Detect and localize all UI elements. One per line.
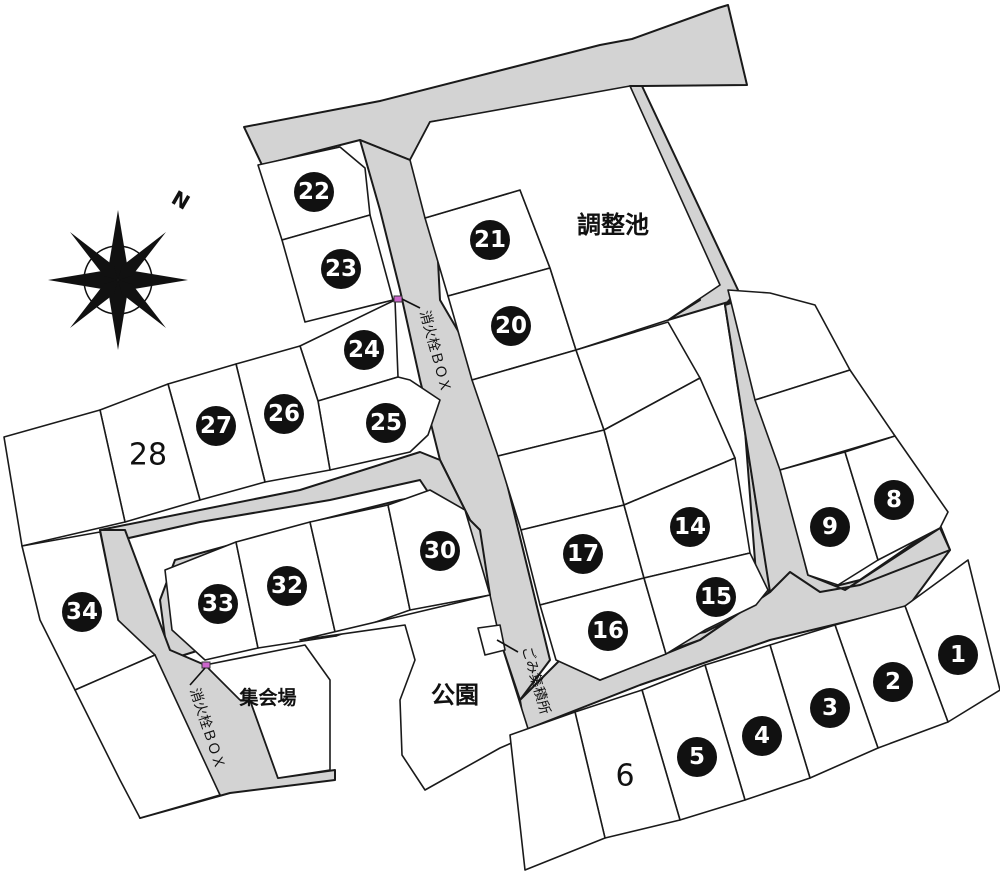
lot-24-badge: 24 xyxy=(344,330,384,370)
svg-text:32: 32 xyxy=(271,573,303,599)
lot-21-badge: 21 xyxy=(470,220,510,260)
lot-4-badge: 4 xyxy=(742,716,782,756)
lot-28-label: 28 xyxy=(129,438,167,473)
svg-text:14: 14 xyxy=(674,514,706,540)
lot-2-badge: 2 xyxy=(873,662,913,702)
compass-north-label: N xyxy=(168,186,195,215)
meeting-hall-label: 集会場 xyxy=(238,686,296,709)
svg-text:2: 2 xyxy=(885,669,901,695)
lot-west-empty-parcel xyxy=(3,409,126,547)
lot-30-badge: 30 xyxy=(420,531,460,571)
lot-33-badge: 33 xyxy=(198,584,238,624)
lot-34-badge: 34 xyxy=(62,592,102,632)
lot-23-badge: 23 xyxy=(321,249,361,289)
lot-9-badge: 9 xyxy=(810,507,850,547)
svg-text:34: 34 xyxy=(66,599,98,625)
svg-text:16: 16 xyxy=(592,618,624,644)
lot-se-empty-parcel xyxy=(509,711,606,871)
hydrant-upper-marker xyxy=(393,295,403,303)
park-label: 公園 xyxy=(431,681,479,709)
svg-text:26: 26 xyxy=(268,401,300,427)
lot-16-badge: 16 xyxy=(588,611,628,651)
lot-14-badge: 14 xyxy=(670,507,710,547)
svg-text:3: 3 xyxy=(822,695,838,721)
svg-text:23: 23 xyxy=(325,256,357,282)
garbage-leader xyxy=(496,639,519,653)
svg-text:24: 24 xyxy=(348,337,380,363)
lot-20-badge: 20 xyxy=(491,306,531,346)
lot-6-label: 6 xyxy=(615,759,634,794)
svg-text:33: 33 xyxy=(202,591,234,617)
lot-22-badge: 22 xyxy=(294,172,334,212)
lot-25-badge: 25 xyxy=(366,403,406,443)
lot-sw-empty-parcel xyxy=(74,654,221,819)
svg-text:22: 22 xyxy=(298,179,330,205)
lot-17-badge: 17 xyxy=(563,534,603,574)
lot-32-badge: 32 xyxy=(267,566,307,606)
lot-5-badge: 5 xyxy=(677,737,717,777)
svg-text:9: 9 xyxy=(822,514,838,540)
hydrant-upper-leader xyxy=(401,298,421,309)
svg-text:27: 27 xyxy=(200,413,232,439)
svg-text:15: 15 xyxy=(700,584,732,610)
lot-8-badge: 8 xyxy=(874,480,914,520)
garbage-station-parcel xyxy=(477,624,506,656)
lot-15-badge: 15 xyxy=(696,577,736,617)
compass-rose-icon: N xyxy=(48,186,194,350)
lot-1-badge: 1 xyxy=(938,635,978,675)
svg-text:4: 4 xyxy=(754,723,770,749)
lot-27-badge: 27 xyxy=(196,406,236,446)
lot-ne-empty-parcel xyxy=(727,289,851,401)
svg-text:21: 21 xyxy=(474,227,506,253)
lot-labels: 1 2 3 4 5 6 8 9 14 15 16 17 20 21 22 23 … xyxy=(62,172,978,794)
lot-3-badge: 3 xyxy=(810,688,850,728)
svg-text:30: 30 xyxy=(424,538,456,564)
svg-text:25: 25 xyxy=(370,410,402,436)
svg-text:20: 20 xyxy=(495,313,527,339)
pond-parcel xyxy=(409,85,721,351)
pond-label: 調整池 xyxy=(577,211,649,239)
hydrant-lower-marker xyxy=(201,661,211,669)
svg-text:5: 5 xyxy=(689,744,705,770)
svg-text:8: 8 xyxy=(886,487,902,513)
hydrant-lower-leader xyxy=(189,667,206,686)
meeting-hall-parcel xyxy=(204,644,331,779)
svg-text:17: 17 xyxy=(567,541,599,567)
svg-text:1: 1 xyxy=(950,642,966,668)
lot-26-badge: 26 xyxy=(264,394,304,434)
